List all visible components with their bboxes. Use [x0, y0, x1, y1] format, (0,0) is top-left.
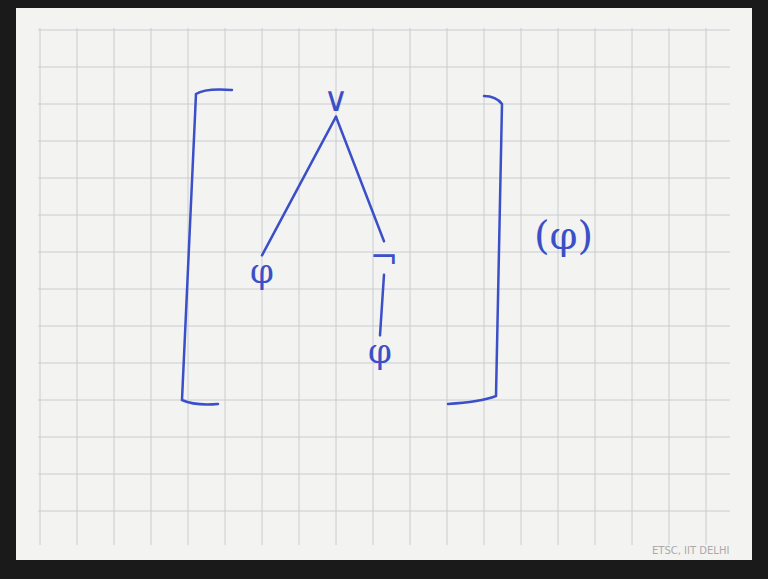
- watermark: ETSC, IIT DELHI: [652, 545, 729, 556]
- tree-symbol: φ: [250, 251, 274, 291]
- formula-node: φ: [246, 251, 278, 292]
- grid-lines: [38, 28, 730, 545]
- formula-label: (φ): [534, 212, 593, 258]
- tree-branch: [380, 275, 384, 336]
- tree-branch: [262, 117, 336, 256]
- tree-symbol: φ: [368, 331, 392, 371]
- formula-node: φ: [364, 331, 396, 372]
- left-bracket: [182, 90, 232, 405]
- tree-symbol: ¬: [370, 237, 399, 277]
- paper-sheet: [16, 8, 752, 560]
- right-bracket: [448, 96, 502, 404]
- tree-symbol: ∨: [324, 79, 349, 119]
- tree-branch: [336, 117, 384, 242]
- operator-node: ¬: [366, 237, 403, 278]
- operator-node: ∨: [320, 79, 353, 120]
